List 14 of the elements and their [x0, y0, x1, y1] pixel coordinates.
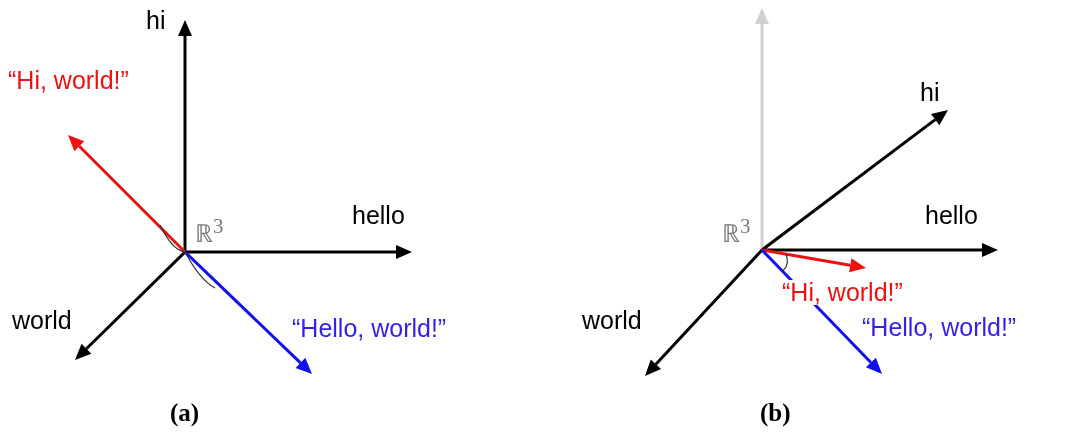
- axis-label: hi: [920, 80, 940, 105]
- space-label: ℝ$^{3}$: [722, 216, 751, 247]
- axis-label: hello: [352, 203, 405, 228]
- axis-label: world: [12, 308, 72, 333]
- axis-label: hi: [146, 8, 166, 33]
- panel-label: (b): [760, 400, 791, 425]
- space-label: ℝ$^{3}$: [195, 216, 224, 247]
- panel-label: (a): [170, 400, 200, 425]
- vector-label: “Hello, world!”: [862, 315, 1017, 340]
- vector-label: “Hi, world!”: [782, 280, 903, 305]
- axis-label: hello: [925, 203, 978, 228]
- axis-label: world: [582, 308, 642, 333]
- vector-label: “Hello, world!”: [292, 316, 447, 341]
- vector-label: “Hi, world!”: [8, 68, 129, 93]
